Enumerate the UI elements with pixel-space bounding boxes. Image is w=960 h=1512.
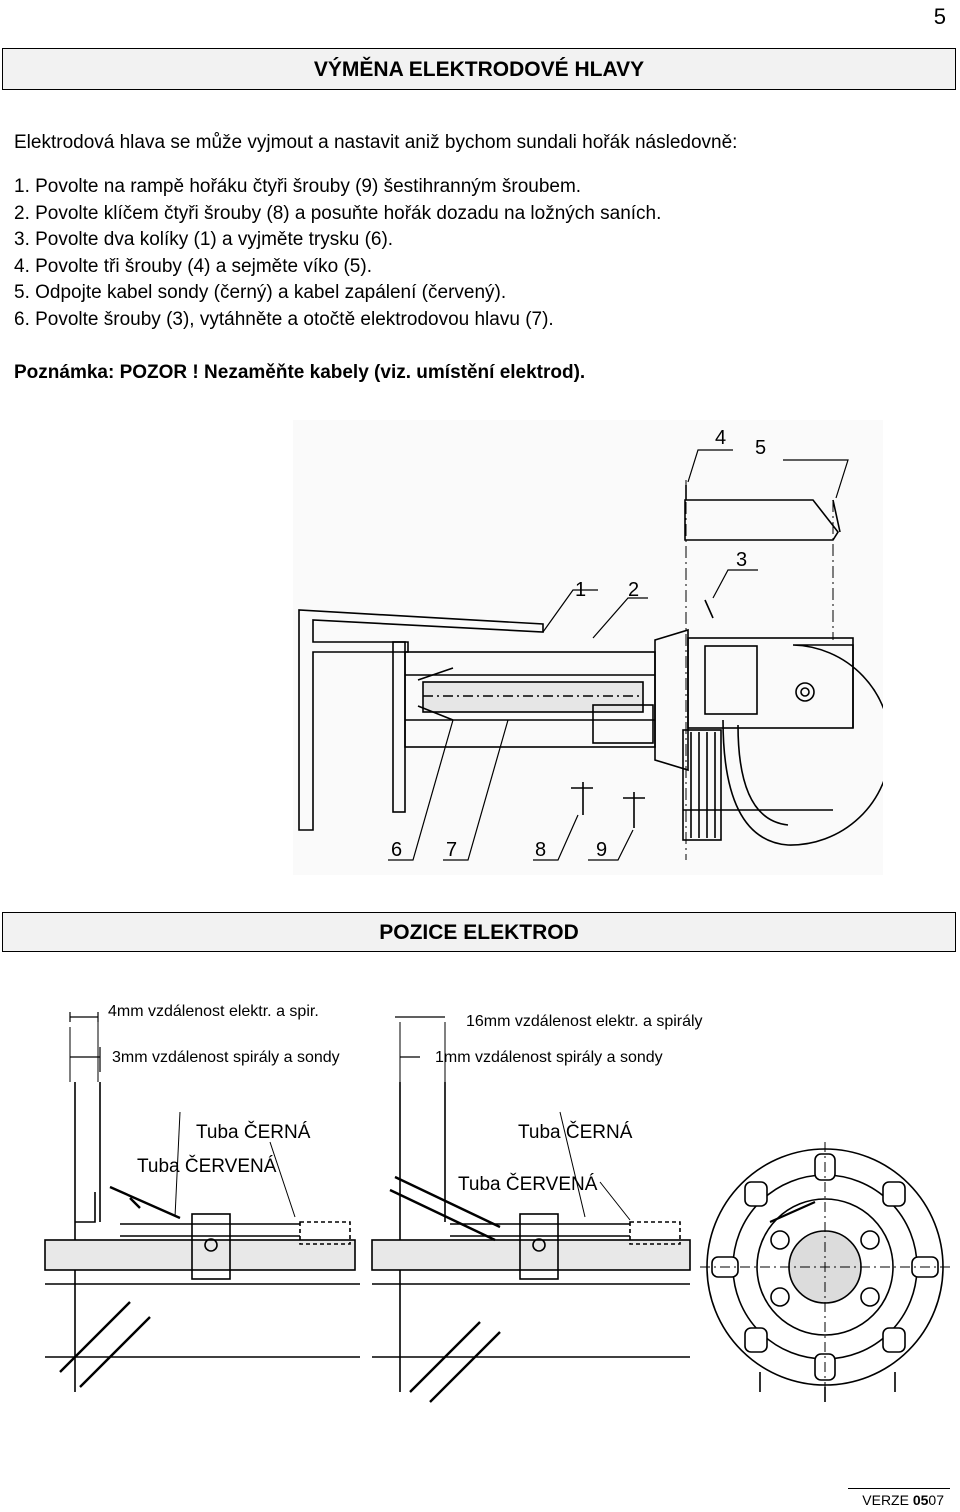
version-bold: 05 [912, 1492, 929, 1508]
right-tube-black-label: Tuba ČERNÁ [518, 1121, 633, 1143]
right-electrode-spiral-distance-label: 16mm vzdálenost elektr. a spirály [466, 1013, 703, 1030]
left-tube-red-label: Tuba ČERVENÁ [137, 1155, 277, 1177]
burner-label-2: 2 [628, 579, 639, 601]
burner-label-7: 7 [446, 839, 457, 861]
right-electrode-assembly [371, 1082, 691, 1403]
burner-label-8: 8 [535, 839, 546, 861]
electrode-position-drawing: 4mm vzdálenost elektr. a spir. 3mm vzdál… [44, 1003, 950, 1403]
version-prefix: VERZE [862, 1492, 913, 1508]
section-title-electrode-head: VÝMĚNA ELEKTRODOVÉ HLAVY [2, 48, 956, 90]
step-item: 3. Povolte dva kolíky (1) a vyjměte trys… [14, 229, 394, 250]
instruction-steps: 1. Povolte na rampě hořáku čtyři šrouby … [14, 174, 661, 333]
burner-assembly-drawing: 4 5 3 1 2 6 7 8 9 [293, 420, 883, 875]
left-spiral-probe-distance-label: 3mm vzdálenost spirály a sondy [112, 1049, 340, 1066]
burner-label-1: 1 [575, 579, 586, 601]
page-number: 5 [933, 4, 946, 29]
version-suffix: 07 [928, 1492, 944, 1508]
burner-label-9: 9 [596, 839, 607, 861]
left-tube-black-label: Tuba ČERNÁ [196, 1121, 311, 1143]
burner-label-5: 5 [755, 437, 766, 459]
intro-text: Elektrodová hlava se může vyjmout a nast… [14, 132, 738, 153]
step-item: 1. Povolte na rampě hořáku čtyři šrouby … [14, 176, 582, 197]
right-tube-red-label: Tuba ČERVENÁ [458, 1173, 598, 1195]
step-item: 4. Povolte tři šrouby (4) a sejměte víko… [14, 255, 372, 277]
section-title-electrode-positions: POZICE ELEKTROD [2, 912, 956, 952]
burner-label-3: 3 [736, 549, 747, 571]
step-item: 2. Povolte klíčem čtyři šrouby (8) a pos… [14, 202, 662, 224]
step-item: 6. Povolte šrouby (3), vytáhněte a otočt… [14, 308, 554, 330]
right-spiral-probe-distance-label: 1mm vzdálenost spirály a sondy [435, 1049, 663, 1066]
step-item: 5. Odpojte kabel sondy (černý) a kabel z… [14, 282, 507, 303]
burner-label-4: 4 [715, 427, 726, 449]
swirler-disc-front-view [700, 1142, 950, 1402]
left-electrode-assembly [44, 1082, 360, 1392]
warning-note: Poznámka: POZOR ! Nezaměňte kabely (viz.… [14, 362, 586, 383]
version-footer: VERZE 0507 [848, 1488, 950, 1508]
left-electrode-spiral-distance-label: 4mm vzdálenost elektr. a spir. [108, 1003, 319, 1020]
burner-label-6: 6 [391, 839, 402, 861]
